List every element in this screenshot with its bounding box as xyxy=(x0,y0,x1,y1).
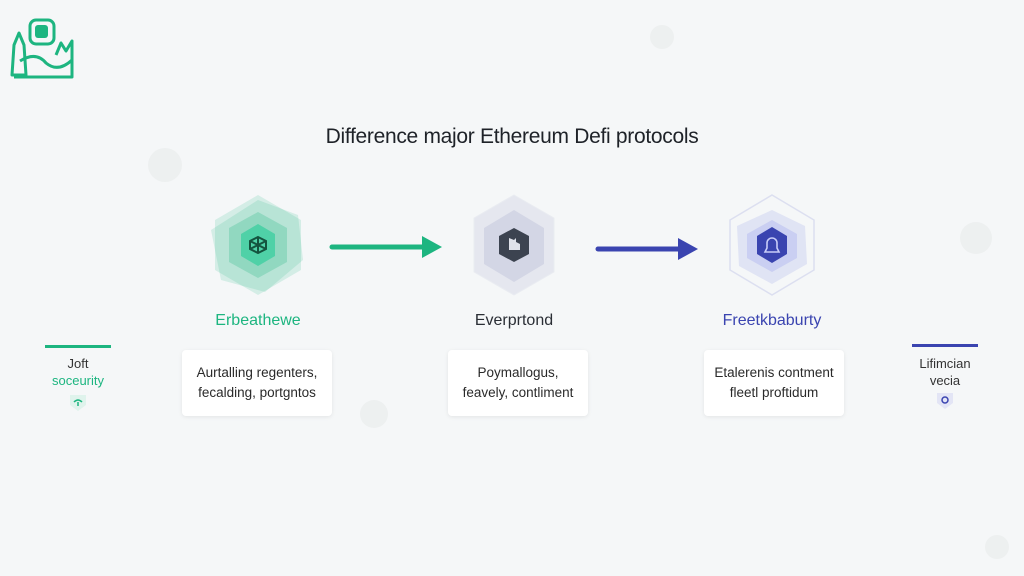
node-1-description: Aurtalling regenters, fecalding, portgnto… xyxy=(182,350,332,416)
side-left-bar xyxy=(45,345,111,348)
background-decoration xyxy=(960,222,992,254)
description-line: Etalerenis contment xyxy=(714,365,834,380)
page-title: Difference major Ethereum Defi protocols xyxy=(325,125,699,148)
background-decoration xyxy=(148,148,182,182)
description-line: feavely, contliment xyxy=(462,385,574,400)
side-left-line: soceurity xyxy=(51,373,105,388)
side-left-text: Joft soceurity xyxy=(33,355,123,389)
side-right-text: Lifimcian vecia xyxy=(900,355,990,389)
logo-icon xyxy=(10,18,74,79)
description-line: Poymallogus, xyxy=(477,365,559,380)
node-3-hexagon xyxy=(717,190,827,300)
side-right-bar xyxy=(912,344,978,347)
side-right-line: Lifimcian xyxy=(919,356,971,371)
node-1-hexagon xyxy=(203,190,313,300)
background-decoration xyxy=(985,535,1009,559)
side-right-line: vecia xyxy=(929,373,961,388)
background-decoration xyxy=(650,25,674,49)
node-3-label: Freetkbaburty xyxy=(722,312,822,329)
node-2-hexagon xyxy=(459,190,569,300)
description-line: Aurtalling regenters, xyxy=(196,365,318,380)
node-1-label: Erbeathewe xyxy=(215,312,301,329)
arrow-navy xyxy=(595,238,698,260)
description-line: fecalding, portgntos xyxy=(198,385,316,400)
side-left-line: Joft xyxy=(67,356,89,371)
background-decoration xyxy=(360,400,388,428)
shield-icon xyxy=(70,395,86,411)
description-line: fleetl proftidum xyxy=(729,385,819,400)
shield-icon xyxy=(937,393,953,409)
cube-icon xyxy=(249,235,267,255)
node-2-description: Poymallogus, feavely, contliment xyxy=(448,350,588,416)
node-3-description: Etalerenis contment fleetl proftidum xyxy=(704,350,844,416)
arrow-green xyxy=(329,236,442,258)
node-2-label: Everprtond xyxy=(474,312,554,329)
